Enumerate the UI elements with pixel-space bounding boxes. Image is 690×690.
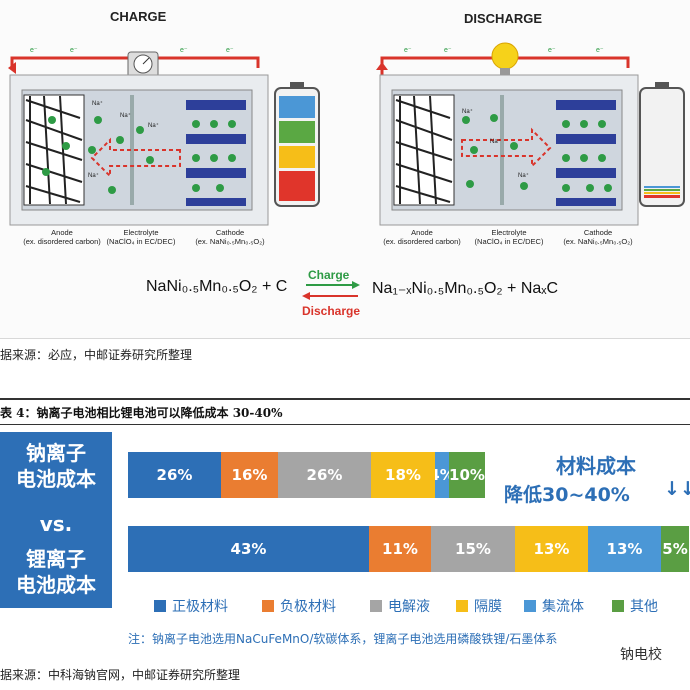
ion-label: Na⁺: [120, 113, 131, 119]
ion-label: Na⁺: [92, 101, 103, 107]
bar-segment: 15%: [431, 526, 515, 572]
bar-segment-label: 13%: [606, 540, 643, 558]
electron-label: e⁻: [30, 47, 38, 54]
electron-label: e⁻: [596, 47, 604, 54]
legend-label: 正极材料: [172, 599, 228, 615]
bar-segment-label: 43%: [230, 540, 267, 558]
comparison-label-box: 钠离子 电池成本 vs. 锂离子 电池成本: [0, 432, 112, 608]
side-note-line2: 降低30~40%: [504, 484, 630, 506]
bar-segment-label: 16%: [231, 466, 268, 484]
electrolyte-label-charge: Electrolyte (NaClO₄ in EC/DEC): [106, 228, 176, 246]
battery-diagram-graphic: [0, 0, 690, 338]
legend-swatch: [456, 600, 468, 612]
legend-item: 集流体: [524, 596, 584, 616]
electrolyte-label-discharge: Electrolyte (NaClO₄ in EC/DEC): [474, 228, 544, 246]
cathode-label-charge: Cathode (ex. NaNi₀.₅Mn₀.₅O₂): [195, 228, 265, 246]
ion-label: Na⁺: [88, 173, 99, 179]
lithium-label-line1: 锂离子: [26, 547, 86, 571]
bar-segment-label: 26%: [156, 466, 193, 484]
bar-segment-label: 26%: [306, 466, 343, 484]
cathode-label-discharge: Cathode (ex. NaNi₀.₅Mn₀.₅O₂): [563, 228, 633, 246]
vs-label: vs.: [39, 512, 73, 536]
bar-segment: 5%: [661, 526, 689, 572]
ion-label: Na⁺: [518, 173, 529, 179]
discharge-word: Discharge: [302, 304, 361, 318]
legend-item: 其他: [612, 596, 658, 616]
equation-left: NaNi₀.₅Mn₀.₅O₂ + C: [146, 278, 288, 295]
chart-note: 注：钠离子电池选用NaCuFeMnO/软碳体系，锂离子电池选用磷酸铁锂/石墨体系: [128, 632, 558, 646]
bar-segment-label: 5%: [662, 540, 688, 558]
electron-label: e⁻: [548, 47, 556, 54]
bar-segment: 13%: [515, 526, 588, 572]
electron-label: e⁻: [444, 47, 452, 54]
legend-swatch: [262, 600, 274, 612]
source-caption-1: 据来源：必应，中邮证券研究所整理: [0, 348, 193, 362]
bar-segment: 43%: [128, 526, 369, 572]
bar-segment: 16%: [221, 452, 278, 498]
bar-segment-label: 13%: [533, 540, 570, 558]
sodium-label-line2: 电池成本: [16, 467, 96, 491]
discharge-cell: [376, 42, 685, 226]
bar-segment: 13%: [588, 526, 661, 572]
legend-item: 隔膜: [456, 596, 502, 616]
table-title-rule-bottom: [0, 424, 690, 425]
bar-segment: 26%: [278, 452, 371, 498]
charge-word: Charge: [308, 268, 350, 282]
ion-label: Na⁺: [148, 123, 159, 129]
ion-label: Na⁺: [490, 139, 501, 145]
charge-title: CHARGE: [110, 9, 167, 24]
legend-swatch: [524, 600, 536, 612]
anode-label-charge: Anode (ex. disordered carbon): [23, 228, 101, 246]
bar-segment-label: 15%: [455, 540, 491, 558]
ion-label: Na⁺: [462, 109, 473, 115]
bar-segment-label: 11%: [382, 540, 418, 558]
bar-segment-label: 18%: [385, 466, 421, 484]
bar-segment-label: 10%: [449, 466, 485, 484]
legend-item: 正极材料: [154, 596, 228, 616]
legend-label: 负极材料: [280, 599, 336, 615]
legend-label: 集流体: [542, 599, 584, 615]
legend-swatch: [612, 600, 624, 612]
legend-label: 隔膜: [474, 599, 502, 615]
bar-segment: 4%: [435, 452, 449, 498]
bar-segment: 10%: [449, 452, 485, 498]
lithium-label-line2: 电池成本: [16, 573, 96, 597]
legend-swatch: [154, 600, 166, 612]
legend-item: 负极材料: [262, 596, 336, 616]
discharge-title: DISCHARGE: [464, 11, 543, 26]
electron-label: e⁻: [180, 47, 188, 54]
legend-label: 其他: [630, 599, 658, 615]
watermark: 钠电校: [620, 647, 662, 663]
electron-label: e⁻: [226, 47, 234, 54]
equation-right: Na₁₋ₓNi₀.₅Mn₀.₅O₂ + NaₓC: [372, 280, 559, 297]
legend-swatch: [370, 600, 382, 612]
anode-label-discharge: Anode (ex. disordered carbon): [383, 228, 461, 246]
table-title: 表 4：钠离子电池相比锂电池可以降低成本 30-40%: [0, 406, 283, 420]
cost-comparison-chart: 钠离子 电池成本 vs. 锂离子 电池成本 26% 16% 26% 18% 4%10% 4…: [0, 432, 690, 654]
battery-diagram: CHARGE DISCHARGE e⁻ e⁻ e⁻ e⁻ e⁻ e⁻ e⁻ e⁻…: [0, 0, 690, 339]
legend-item: 电解液: [370, 596, 430, 616]
side-note-line1: 材料成本: [556, 454, 636, 478]
legend-label: 电解液: [388, 599, 430, 615]
electron-label: e⁻: [70, 47, 78, 54]
source-caption-2: 据来源：中科海钠官网，中邮证券研究所整理: [0, 668, 241, 682]
charge-cell: [8, 51, 320, 226]
bar-segment: 26%: [128, 452, 221, 498]
bar-segment: 11%: [369, 526, 431, 572]
down-arrows-icon: ↓↓: [664, 478, 690, 500]
electron-label: e⁻: [404, 47, 412, 54]
sodium-label-line1: 钠离子: [26, 441, 86, 465]
bar-segment-label: 4%: [435, 466, 449, 484]
bar-segment: 18%: [371, 452, 435, 498]
table-title-rule: [0, 398, 690, 400]
